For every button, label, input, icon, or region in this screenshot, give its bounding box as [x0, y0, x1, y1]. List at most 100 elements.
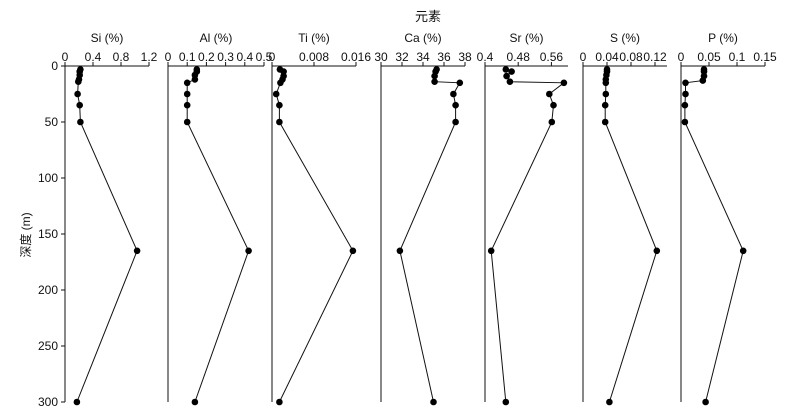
data-point	[739, 247, 747, 255]
depth-tick-label: 100	[38, 171, 58, 185]
data-point	[450, 90, 457, 98]
data-point	[681, 101, 689, 109]
data-point	[702, 398, 709, 406]
panel-series-line	[604, 69, 658, 403]
data-point	[396, 247, 404, 255]
depth-tick-label: 150	[38, 227, 58, 241]
panel-x-tick-label: 0	[269, 50, 276, 64]
panel-x-tick-label: 0	[580, 50, 587, 64]
panel-x-tick-label: 1.2	[141, 50, 158, 64]
panel-series-line	[275, 68, 354, 403]
data-point	[183, 90, 191, 98]
panel-si: Si (%) 0 0.4 0.8 1.2	[62, 31, 158, 406]
data-point	[431, 78, 438, 85]
panel-x-tick-label: 0.15	[753, 50, 777, 64]
data-point	[606, 398, 613, 406]
data-point	[452, 101, 459, 109]
data-point	[276, 101, 283, 109]
panel-x-tick-label: 0.4	[236, 50, 253, 64]
panel-x-tick-label: 0	[165, 50, 172, 64]
data-point	[452, 118, 459, 126]
data-point	[276, 398, 283, 406]
data-point	[682, 90, 689, 98]
data-point	[183, 118, 191, 126]
data-point	[77, 118, 84, 126]
data-point	[550, 101, 557, 109]
panel-x-tick-label: 0.3	[217, 50, 234, 64]
panel-x-tick-label: 0.5	[256, 50, 273, 64]
data-point	[431, 72, 438, 80]
data-point	[487, 247, 495, 255]
data-point	[503, 72, 510, 80]
panel-x-tick-label: 0	[678, 50, 685, 64]
data-point	[681, 118, 689, 126]
panel-x-tick-label: 0.4	[477, 50, 494, 64]
data-point	[73, 398, 81, 406]
panel-x-tick-label: 0.2	[198, 50, 215, 64]
panel-series-line	[186, 69, 250, 403]
data-point	[74, 90, 81, 98]
panel-ca: Ca (%) 30 32 34 36 38	[374, 31, 472, 406]
data-point	[508, 68, 515, 75]
depth-tick-label: 50	[45, 115, 59, 129]
data-point	[191, 398, 199, 406]
data-point	[277, 79, 284, 87]
panel-x-tick-label: 0.05	[697, 50, 721, 64]
data-point	[602, 79, 610, 87]
data-point	[75, 78, 82, 85]
data-point	[502, 66, 510, 73]
panel-xlabel: P (%)	[708, 31, 738, 45]
panel-x-tick-label: 0.08	[619, 50, 643, 64]
data-point	[276, 118, 283, 126]
data-point	[133, 247, 141, 255]
data-point	[349, 247, 357, 255]
panel-x-tick-label: 0.016	[341, 50, 371, 64]
data-point	[272, 90, 280, 98]
panel-x-tick-label: 0.48	[507, 50, 531, 64]
panel-x-tick-label: 38	[458, 50, 472, 64]
panel-xlabel: Ti (%)	[298, 31, 330, 45]
panel-xlabel: Ca (%)	[404, 31, 441, 45]
data-point	[548, 118, 556, 126]
data-point	[601, 118, 609, 126]
panel-series-line	[76, 69, 138, 403]
data-point	[602, 90, 610, 98]
data-point	[456, 79, 464, 87]
data-point	[546, 90, 553, 98]
data-point	[682, 79, 689, 87]
panel-x-tick-label: 34	[416, 50, 430, 64]
panel-x-tick-label: 30	[374, 50, 388, 64]
panel-x-tick-label: 0	[62, 50, 69, 64]
panel-p: P (%) 0 0.05 0.1 0.15	[678, 31, 777, 406]
figure-title: 元素	[415, 9, 441, 24]
panel-x-tick-label: 0.56	[540, 50, 564, 64]
panel-x-tick-label: 0.1	[179, 50, 196, 64]
data-point	[560, 79, 568, 87]
data-point	[183, 79, 191, 87]
depth-tick-label: 300	[38, 395, 58, 409]
data-point	[506, 78, 514, 85]
panel-x-tick-label: 32	[395, 50, 409, 64]
panel-x-tick-label: 0.12	[643, 50, 667, 64]
panel-x-tick-label: 0.8	[113, 50, 130, 64]
depth-tick-label: 0	[51, 59, 58, 73]
depth-tick-label: 250	[38, 339, 58, 353]
panel-x-tick-label: 0.4	[85, 50, 102, 64]
data-point	[245, 247, 252, 255]
data-point	[76, 101, 83, 109]
data-point	[653, 247, 661, 255]
panel-x-tick-label: 0.1	[729, 50, 746, 64]
panel-ti: Ti (%) 0 0.008 0.016	[269, 31, 371, 406]
panel-series-line	[684, 69, 744, 403]
panel-xlabel: S (%)	[610, 31, 640, 45]
panel-x-tick-label: 36	[437, 50, 451, 64]
panel-xlabel: Al (%)	[200, 31, 233, 45]
panel-x-tick-label: 0.04	[595, 50, 619, 64]
panel-xlabel: Si (%)	[91, 31, 124, 45]
panel-x-tick-label: 0.008	[299, 50, 329, 64]
data-point	[502, 398, 510, 406]
depth-tick-label: 200	[38, 283, 58, 297]
